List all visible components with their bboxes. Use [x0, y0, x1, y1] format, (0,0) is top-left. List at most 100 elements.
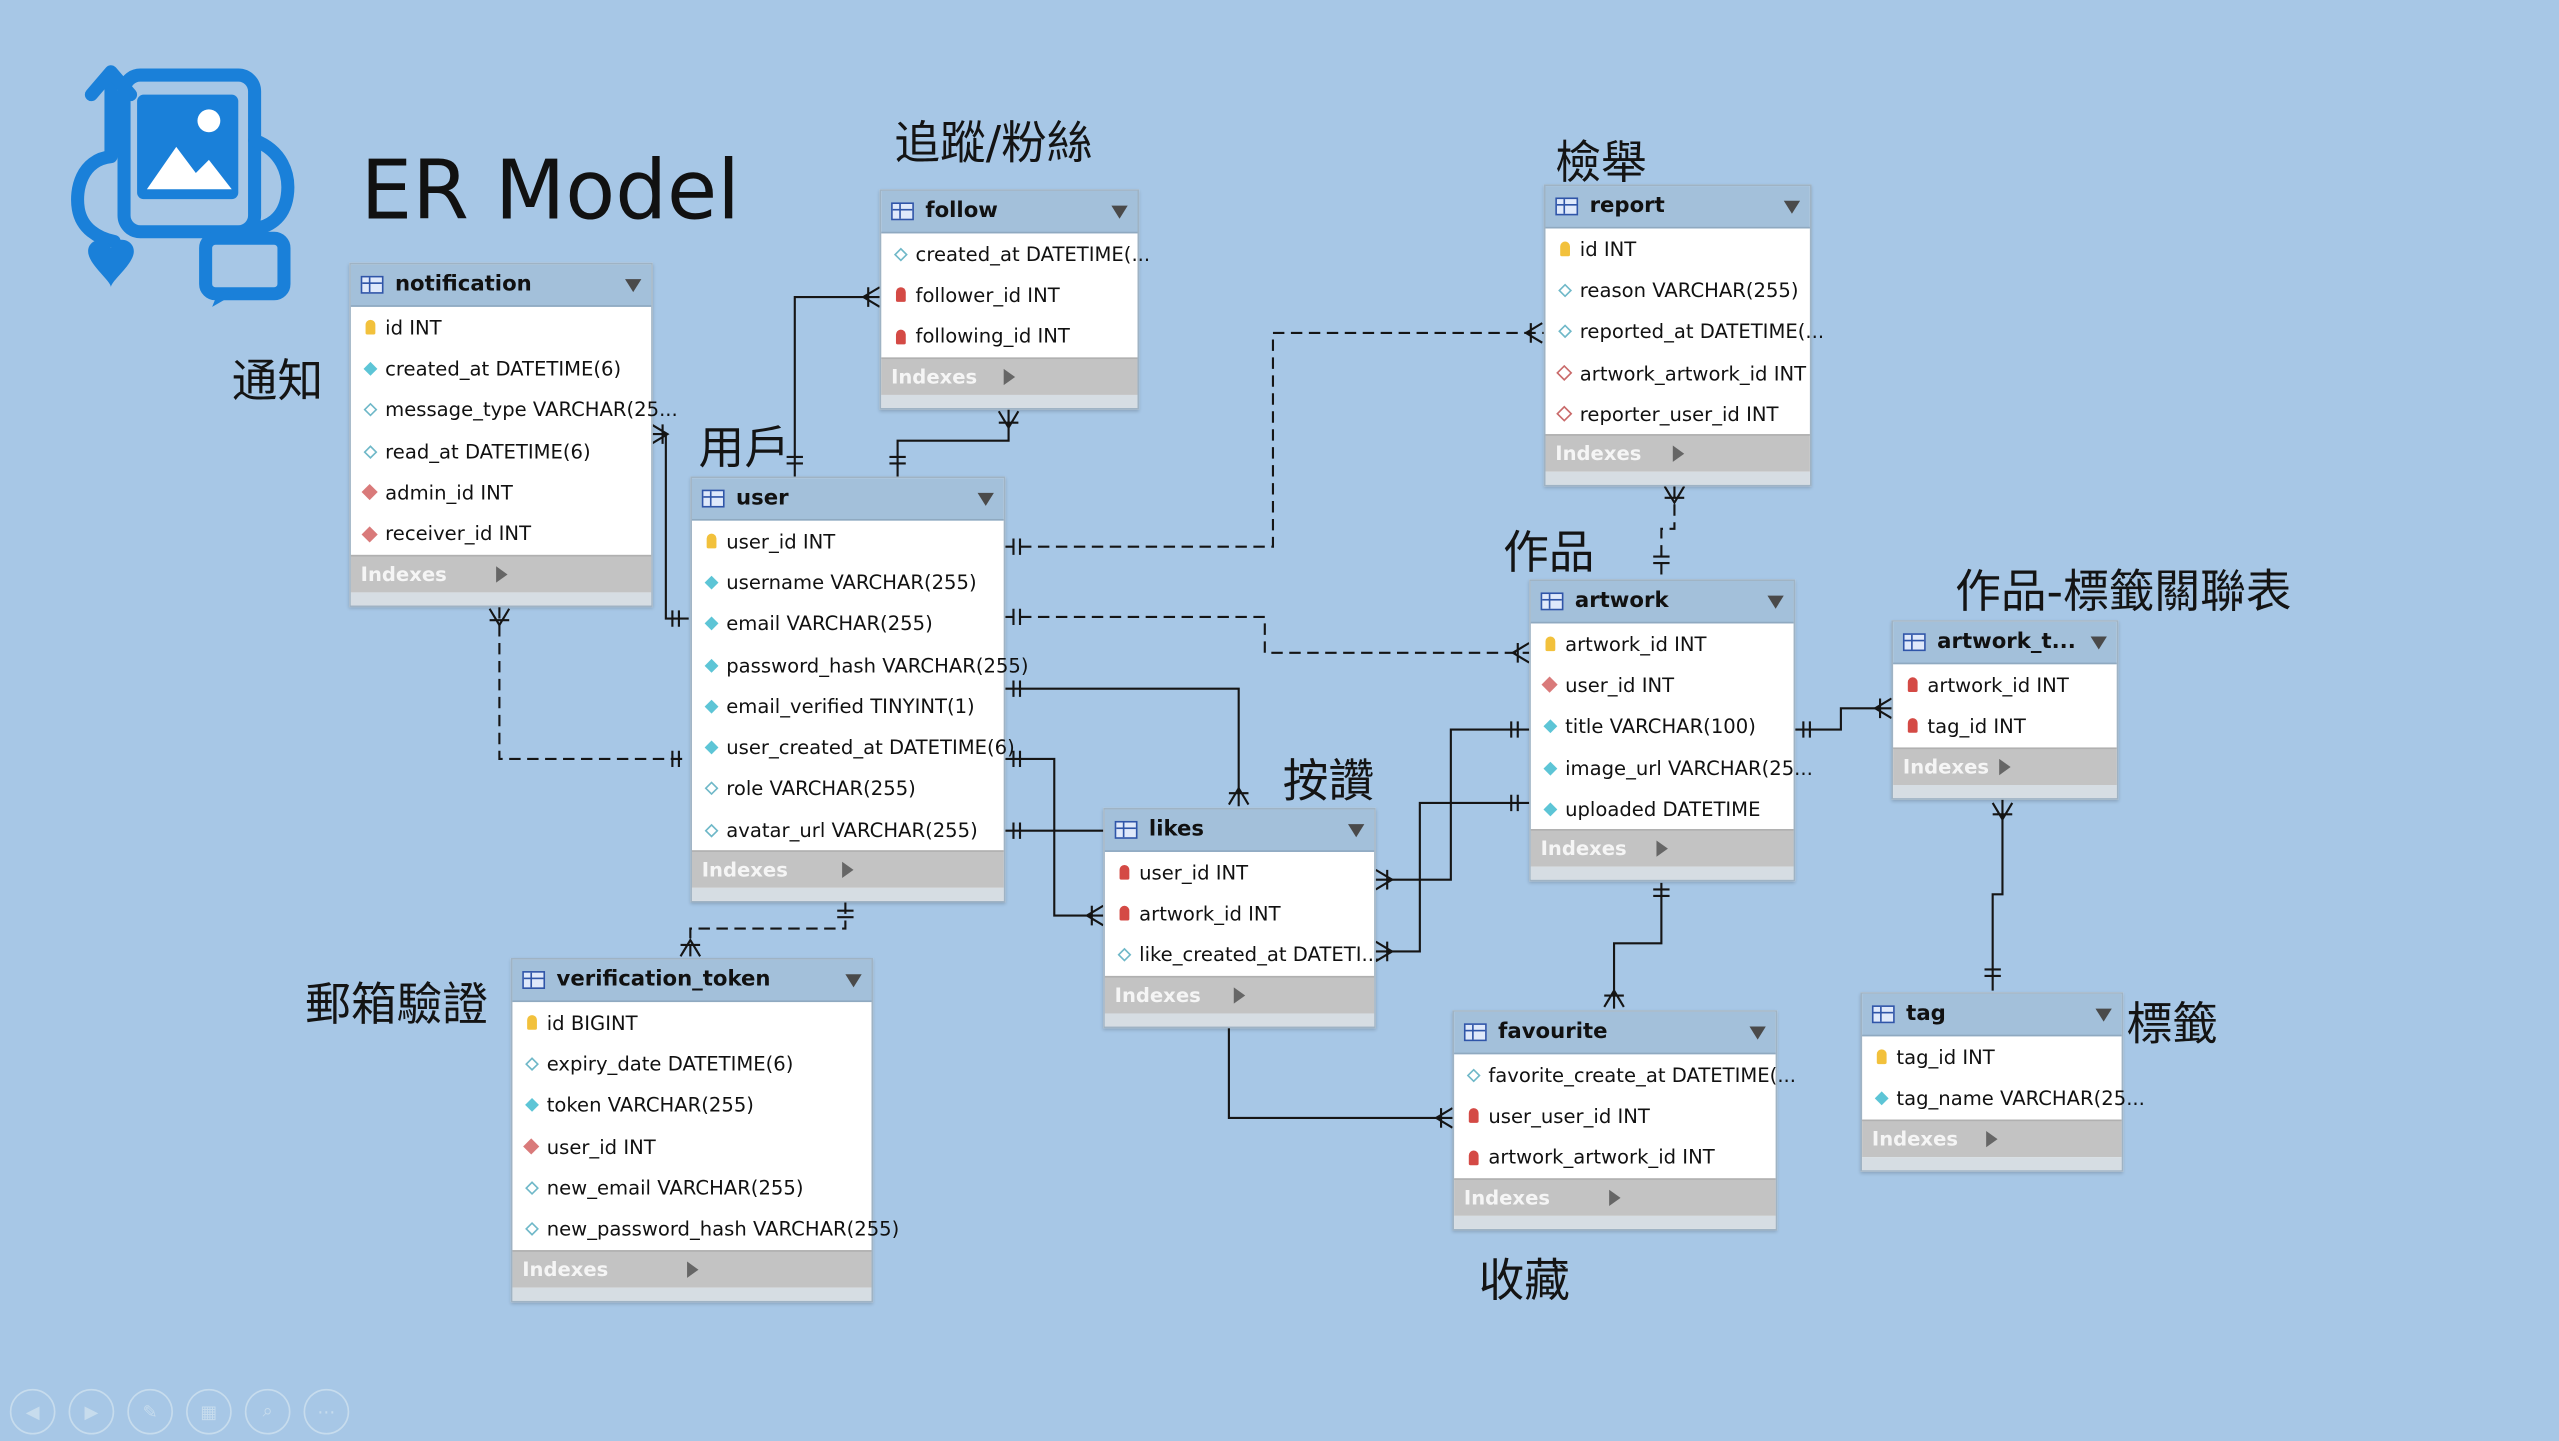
expand-arrow-icon[interactable]: [1609, 1189, 1766, 1206]
slides-grid-icon[interactable]: ▦: [186, 1388, 232, 1435]
more-options-icon[interactable]: ⋯: [303, 1388, 350, 1435]
collapse-caret-icon[interactable]: [1783, 199, 1801, 213]
column-row[interactable]: artwork_artwork_id INT: [1546, 352, 1810, 393]
collapse-caret-icon[interactable]: [1767, 594, 1784, 608]
column-row[interactable]: message_type VARCHAR(25...: [351, 389, 678, 430]
column-row[interactable]: admin_id INT: [351, 472, 651, 513]
column-row[interactable]: token VARCHAR(255): [512, 1085, 871, 1126]
collapse-caret-icon[interactable]: [845, 973, 862, 987]
collapse-caret-icon[interactable]: [1348, 823, 1365, 837]
zoom-icon[interactable]: ⌕: [244, 1388, 291, 1435]
indexes-section[interactable]: Indexes: [1893, 746, 2117, 785]
table-header[interactable]: artwork: [1530, 580, 1794, 624]
column-row[interactable]: following_id INT: [881, 316, 1137, 357]
indexes-section[interactable]: Indexes: [1862, 1118, 2122, 1157]
column-row[interactable]: artwork_id INT: [1105, 893, 1374, 934]
prev-slide-icon[interactable]: ◀: [9, 1388, 56, 1435]
column-row[interactable]: image_url VARCHAR(25...: [1531, 747, 1813, 788]
column-row[interactable]: user_created_at DATETIME(6): [692, 727, 1015, 768]
column-row[interactable]: reason VARCHAR(255): [1546, 270, 1810, 311]
column-row[interactable]: user_id INT: [512, 1126, 871, 1167]
column-row[interactable]: new_email VARCHAR(255): [512, 1167, 871, 1208]
indexes-section[interactable]: Indexes: [1530, 829, 1794, 868]
column-row[interactable]: user_id INT: [692, 521, 1004, 562]
expand-arrow-icon[interactable]: [1656, 841, 1783, 858]
table-header[interactable]: tag: [1862, 993, 2122, 1037]
column-row[interactable]: expiry_date DATETIME(6): [512, 1043, 871, 1084]
table-header[interactable]: artwork_t...: [1893, 621, 2117, 665]
expand-arrow-icon[interactable]: [495, 565, 641, 583]
collapse-caret-icon[interactable]: [977, 492, 994, 506]
column-row[interactable]: reporter_user_id INT: [1546, 394, 1810, 435]
column-row[interactable]: id INT: [351, 307, 651, 348]
column-row[interactable]: username VARCHAR(255): [692, 562, 1004, 603]
column-row[interactable]: uploaded DATETIME: [1531, 789, 1794, 830]
column-row[interactable]: artwork_id INT: [1893, 664, 2117, 705]
expand-arrow-icon[interactable]: [1003, 368, 1128, 385]
table-header[interactable]: user: [691, 478, 1004, 521]
table-header[interactable]: follow: [881, 190, 1138, 234]
column-row[interactable]: role VARCHAR(255): [692, 768, 1004, 809]
table-header[interactable]: verification_token: [512, 959, 872, 1003]
indexes-section[interactable]: Indexes: [1104, 975, 1375, 1014]
column-row[interactable]: new_password_hash VARCHAR(255): [512, 1208, 899, 1249]
column-row[interactable]: artwork_id INT: [1531, 623, 1794, 664]
indexes-section[interactable]: Indexes: [881, 357, 1138, 395]
column-row[interactable]: reported_at DATETIME(...: [1546, 311, 1824, 352]
column-row[interactable]: tag_name VARCHAR(25...: [1862, 1078, 2145, 1119]
indexes-section[interactable]: Indexes: [512, 1249, 872, 1288]
table-header[interactable]: notification: [350, 264, 652, 307]
pen-icon[interactable]: ✎: [127, 1388, 173, 1435]
column-row[interactable]: id INT: [1546, 228, 1810, 269]
table-header[interactable]: favourite: [1454, 1011, 1776, 1055]
column-row[interactable]: artwork_artwork_id INT: [1454, 1137, 1776, 1178]
column-row[interactable]: password_hash VARCHAR(255): [692, 644, 1029, 685]
column-row[interactable]: user_user_id INT: [1454, 1096, 1776, 1137]
column-row[interactable]: email VARCHAR(255): [692, 603, 1004, 644]
table-header[interactable]: likes: [1104, 809, 1375, 852]
column-row[interactable]: tag_id INT: [1862, 1036, 2121, 1077]
indexes-section[interactable]: Indexes: [691, 850, 1004, 889]
table-header[interactable]: report: [1545, 186, 1810, 229]
column-row[interactable]: receiver_id INT: [351, 513, 651, 554]
column-row[interactable]: created_at DATETIME(6): [351, 348, 651, 389]
expand-arrow-icon[interactable]: [1233, 987, 1365, 1004]
collapse-caret-icon[interactable]: [1749, 1025, 1766, 1039]
column-row[interactable]: title VARCHAR(100): [1531, 706, 1794, 747]
column-row[interactable]: id BIGINT: [512, 1002, 871, 1043]
column-row[interactable]: email_verified TINYINT(1): [692, 686, 1004, 727]
column-row[interactable]: avatar_url VARCHAR(255): [692, 810, 1004, 851]
column-row[interactable]: tag_id INT: [1893, 706, 2117, 747]
expand-arrow-icon[interactable]: [1986, 1130, 2112, 1147]
indexes-section[interactable]: Indexes: [1454, 1178, 1776, 1216]
column-row[interactable]: user_id INT: [1105, 852, 1374, 893]
column-row[interactable]: favorite_create_at DATETIME(...: [1454, 1054, 1796, 1095]
indexes-section[interactable]: Indexes: [1545, 434, 1810, 473]
expand-arrow-icon[interactable]: [1999, 758, 2107, 775]
column-row[interactable]: read_at DATETIME(6): [351, 431, 651, 472]
column-row[interactable]: like_created_at DATETI...: [1105, 934, 1380, 975]
collapse-caret-icon[interactable]: [2095, 1007, 2112, 1021]
column-row[interactable]: created_at DATETIME(...: [881, 233, 1150, 274]
collapse-caret-icon[interactable]: [1111, 204, 1128, 218]
expand-arrow-icon[interactable]: [842, 862, 994, 879]
collapse-caret-icon[interactable]: [625, 278, 642, 292]
collapse-caret-icon[interactable]: [2090, 635, 2107, 649]
column-row[interactable]: follower_id INT: [881, 275, 1137, 316]
column-row[interactable]: user_id INT: [1531, 665, 1794, 706]
next-slide-icon[interactable]: ▶: [68, 1388, 115, 1435]
table-name: favourite: [1498, 1020, 1608, 1045]
table-favourite[interactable]: favourite favorite_create_at DATETIME(...…: [1452, 1010, 1796, 1231]
expand-arrow-icon[interactable]: [1671, 446, 1800, 463]
expand-arrow-icon[interactable]: [686, 1261, 861, 1278]
indexes-section[interactable]: Indexes: [350, 554, 652, 593]
